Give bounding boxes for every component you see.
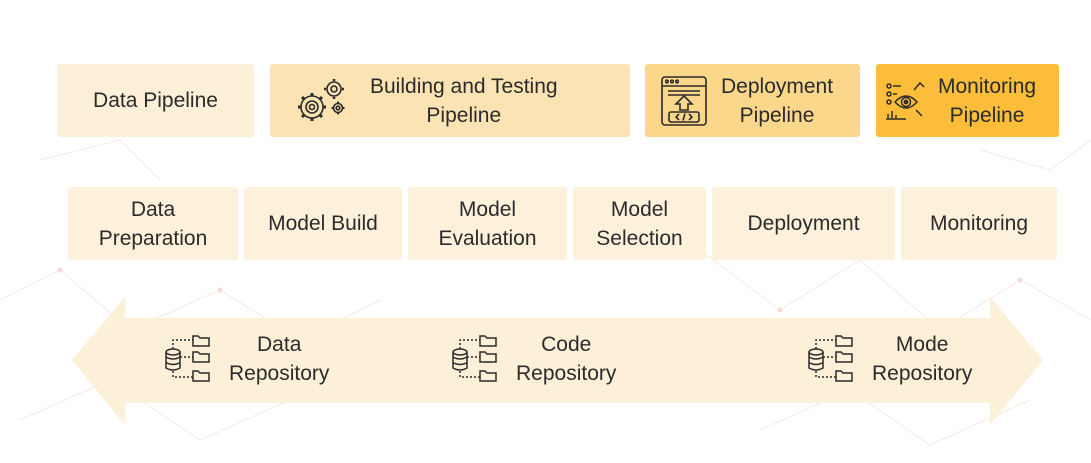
deployment-pipeline-box: Deployment Pipeline bbox=[645, 64, 860, 137]
data-pipeline-label: Data Pipeline bbox=[93, 89, 218, 112]
code-repository-label: Code Repository bbox=[516, 333, 617, 385]
mode-repository: Mode Repository bbox=[806, 330, 972, 388]
deployment-pipeline-label: Deployment Pipeline bbox=[721, 74, 834, 127]
stage-model-build: Model Build bbox=[244, 187, 402, 260]
code-repository: Code Repository bbox=[450, 330, 616, 388]
stage-monitoring: Monitoring bbox=[901, 187, 1057, 260]
monitoring-pipeline-label: Monitoring Pipeline bbox=[938, 74, 1037, 127]
gears-icon bbox=[298, 78, 345, 121]
deploy-code-icon bbox=[661, 75, 707, 126]
stage-label: Deployment bbox=[747, 212, 860, 235]
data-pipeline-box: Data Pipeline bbox=[57, 64, 254, 137]
stage-model-evaluation: Model Evaluation bbox=[408, 187, 567, 260]
stage-label: Model Build bbox=[268, 212, 378, 235]
stage-label: Model Evaluation bbox=[438, 197, 537, 250]
data-repository-label: Data Repository bbox=[229, 333, 330, 385]
database-folders-icon bbox=[808, 335, 853, 382]
stage-label: Monitoring bbox=[929, 212, 1029, 235]
monitoring-pipeline-box: Monitoring Pipeline bbox=[876, 64, 1059, 137]
building-testing-pipeline-label: Building and Testing Pipeline bbox=[370, 74, 558, 127]
stage-model-selection: Model Selection bbox=[573, 187, 706, 260]
stage-data-preparation: Data Preparation bbox=[68, 187, 238, 260]
database-folders-icon bbox=[165, 335, 210, 382]
mode-repository-label: Mode Repository bbox=[872, 333, 973, 385]
stage-label: Data Preparation bbox=[98, 197, 208, 250]
building-testing-pipeline-box: Building and Testing Pipeline bbox=[270, 64, 630, 137]
stage-deployment: Deployment bbox=[712, 187, 895, 260]
database-folders-icon bbox=[452, 335, 497, 382]
data-repository: Data Repository bbox=[163, 330, 329, 388]
stage-label: Model Selection bbox=[596, 197, 683, 250]
monitoring-eye-icon bbox=[886, 81, 925, 120]
